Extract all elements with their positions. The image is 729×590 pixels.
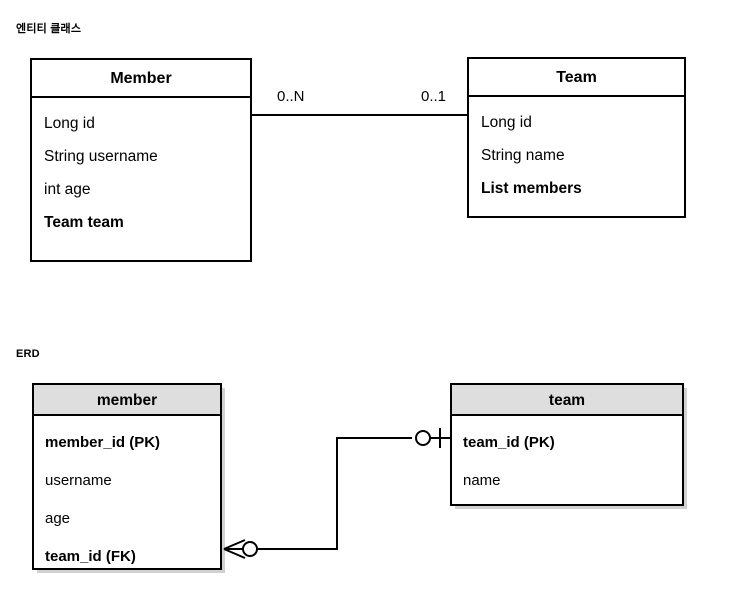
erd-entity-member: member member_id (PK) username age team_… <box>32 383 222 570</box>
erd-column: team_id (FK) <box>45 548 136 565</box>
uml-attribute: int age <box>44 181 91 198</box>
erd-column: age <box>45 510 71 527</box>
uml-multiplicity-source: 0..N <box>277 88 305 105</box>
erd-relationship-line <box>256 437 412 550</box>
erd-entity-team: team team_id (PK) name <box>450 383 684 506</box>
erd-entity-member-columns: member_id (PK) username age team_id (FK) <box>34 416 220 584</box>
erd-column: member_id (PK) <box>45 434 161 451</box>
uml-attribute: Long id <box>44 115 95 132</box>
uml-multiplicity-target: 0..1 <box>421 88 447 105</box>
uml-attribute: Team team <box>44 214 124 231</box>
uml-class-member-title: Member <box>32 60 250 98</box>
uml-attribute: Long id <box>481 114 532 131</box>
uml-class-team-title: Team <box>469 59 684 97</box>
erd-entity-team-title: team <box>452 385 682 416</box>
uml-class-team-attributes: Long id String name List members <box>469 97 684 214</box>
erd-entity-team-columns: team_id (PK) name <box>452 416 682 508</box>
uml-class-member: Member Long id String username int age T… <box>30 58 252 262</box>
erd-crows-foot-many-symbol <box>223 539 246 559</box>
uml-attribute: String name <box>481 147 565 164</box>
erd-entity-member-title: member <box>34 385 220 416</box>
uml-attribute: String username <box>44 148 158 165</box>
erd-zero-circle-symbol <box>415 430 431 446</box>
section-caption-entity-class: 엔티티 클래스 <box>16 23 82 35</box>
uml-attribute: List members <box>481 180 582 197</box>
erd-column: team_id (PK) <box>463 434 555 451</box>
erd-column: name <box>463 472 501 489</box>
uml-class-team: Team Long id String name List members <box>467 57 686 218</box>
erd-zero-circle-symbol <box>242 541 258 557</box>
section-caption-erd: ERD <box>16 348 40 360</box>
erd-column: username <box>45 472 112 489</box>
uml-class-member-attributes: Long id String username int age Team tea… <box>32 98 250 248</box>
